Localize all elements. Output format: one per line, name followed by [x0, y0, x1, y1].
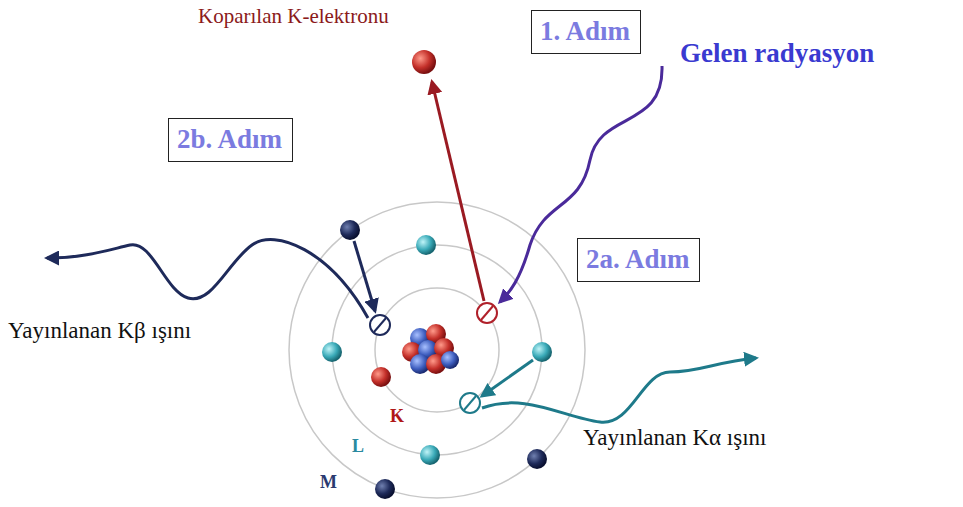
nucleus — [402, 324, 459, 374]
electron-shells — [289, 202, 585, 498]
shell-name: L — [352, 436, 364, 457]
step-label: 1. Adım — [540, 15, 632, 47]
step-box: 2a. Adım — [577, 238, 700, 282]
vacancies — [370, 303, 497, 413]
annotation-label: Yayınlanan Kβ ışını — [8, 318, 191, 344]
kb-ray — [47, 240, 368, 318]
ejection-arrow — [432, 82, 484, 301]
shell-name: M — [320, 472, 337, 493]
ejected-electron — [412, 50, 436, 74]
step-label: 2b. Adım — [177, 123, 284, 155]
k-shell — [375, 288, 499, 412]
step-label: 2a. Adım — [586, 243, 691, 275]
ka-vacancy — [460, 393, 480, 413]
shell-name: K — [390, 406, 404, 427]
ka-ray — [482, 358, 756, 422]
m-electron — [527, 449, 547, 469]
m-electron — [375, 479, 395, 499]
m-shell — [289, 202, 585, 498]
step-box: 1. Adım — [531, 10, 641, 54]
m-electron — [340, 220, 360, 240]
annotation-label: Koparılan K-elektronu — [198, 4, 389, 28]
ka-transition-arrow — [482, 360, 533, 396]
l-electron — [420, 445, 440, 465]
l-electron — [532, 342, 552, 362]
k-vacancy — [477, 303, 497, 323]
l-electron — [416, 235, 436, 255]
kb-vacancy — [370, 315, 390, 335]
annotation-label: Yayınlanan Kα ışını — [583, 425, 767, 451]
electrons — [322, 50, 552, 499]
annotation-label: Gelen radyasyon — [680, 38, 874, 69]
k-electron — [371, 367, 391, 387]
l-electron — [322, 342, 342, 362]
step-box: 2b. Adım — [168, 118, 293, 162]
